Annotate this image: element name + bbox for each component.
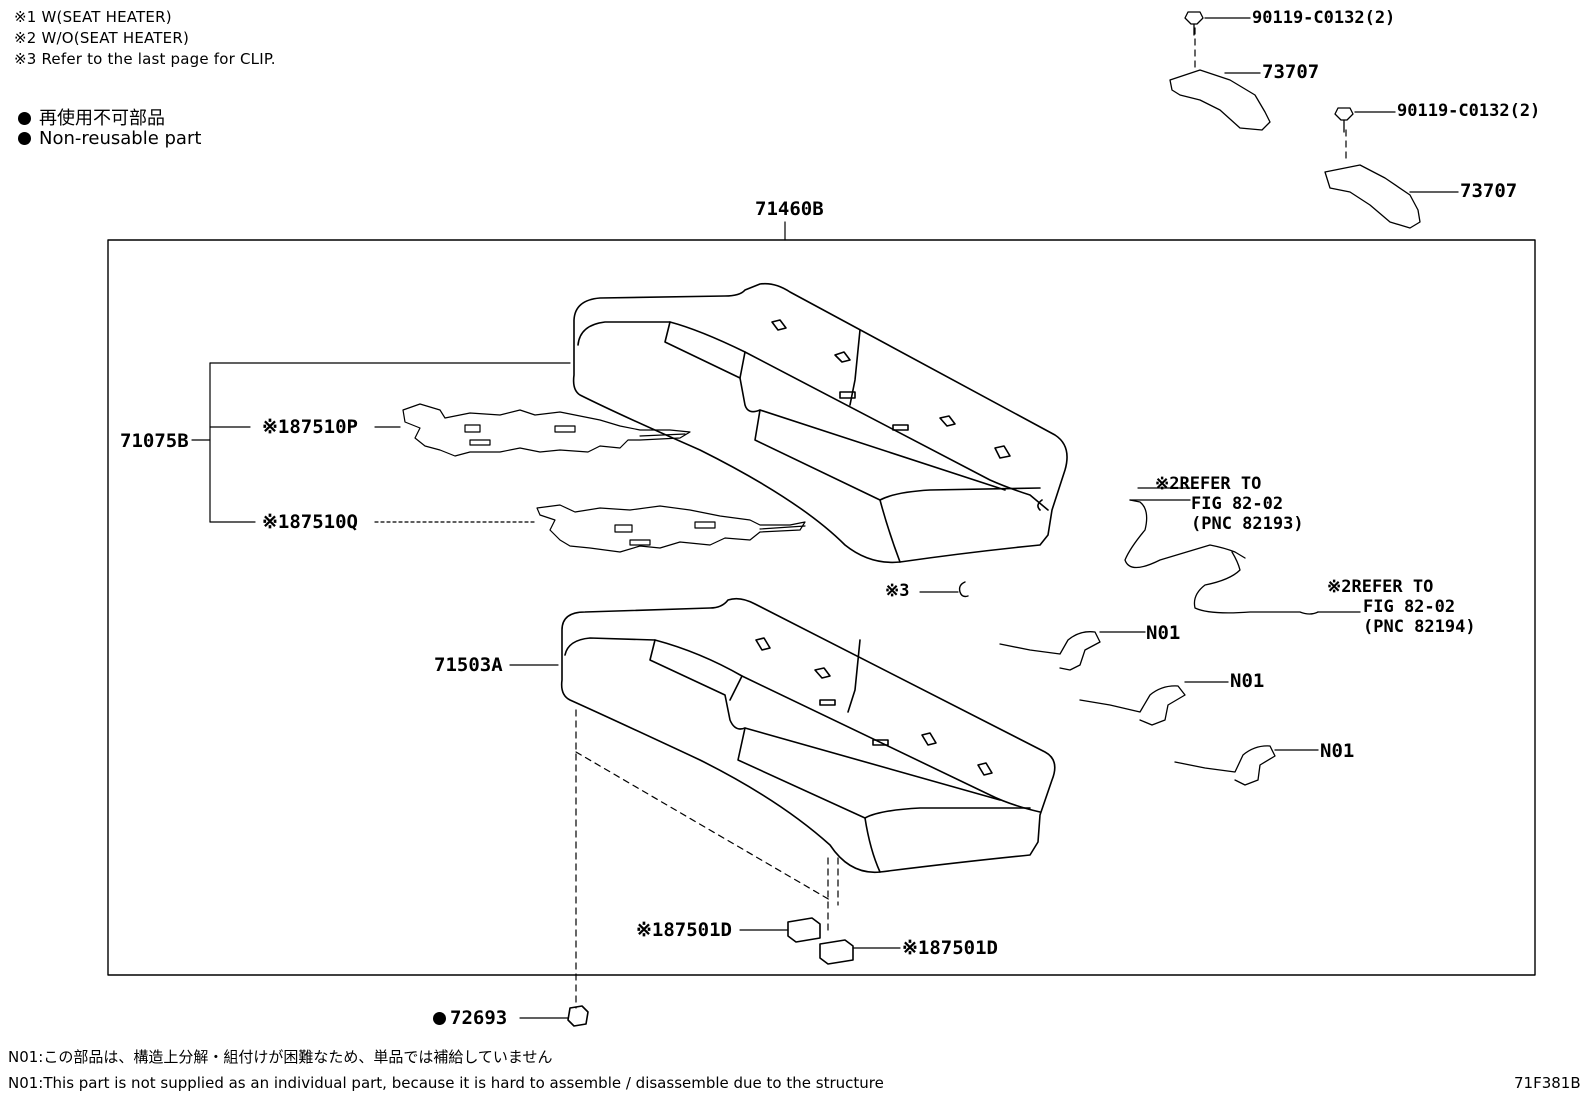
footer-en: N01:This part is not supplied as an indi…: [8, 1074, 884, 1092]
n01-harness: [999, 631, 1319, 786]
refer-2-line-1: ※2REFER TO: [1327, 577, 1434, 597]
legend-jp: 再使用不可部品: [18, 104, 165, 130]
callout-hinge-2: 73707: [1460, 180, 1518, 202]
callout-72693: 72693: [433, 1007, 507, 1029]
wire-harness-1: [1124, 499, 1361, 615]
callout-bolt-1: 90119-C0132(2): [1252, 8, 1396, 28]
callout-n01-3: N01: [1320, 740, 1355, 762]
note-2: ※2 W/O(SEAT HEATER): [14, 29, 190, 47]
figure-id: 71F381B: [1514, 1074, 1581, 1092]
callout-assembly: 71460B: [755, 198, 824, 220]
legend-en: Non-reusable part: [18, 128, 201, 149]
refer-2-line-2: FIG 82-02: [1363, 597, 1456, 617]
refer-1-line-3: (PNC 82193): [1191, 514, 1304, 534]
seat-cushion-cover: [560, 597, 1056, 874]
fastener-72693: [519, 1005, 589, 1027]
hinge-parts: [1169, 11, 1459, 229]
dashed-guides: [575, 27, 1347, 1009]
heater-bracket: [191, 362, 571, 523]
callout-bolt-2: 90119-C0132(2): [1397, 101, 1541, 121]
refer-1-line-2: FIG 82-02: [1191, 494, 1284, 514]
callout-heater-p: ※187510P: [262, 416, 358, 438]
callout-n01-2: N01: [1230, 670, 1265, 692]
bullet-icon: [18, 132, 31, 145]
callout-heater-q: ※187510Q: [262, 511, 358, 533]
clip-shape: [958, 581, 969, 598]
callout-hinge-1: 73707: [1262, 61, 1320, 83]
callout-clip: ※3: [885, 581, 910, 601]
callout-cover: 71503A: [434, 654, 503, 676]
refer-block-1: ※2REFER TO FIG 82-02 (PNC 82193): [1155, 474, 1304, 534]
callout-switch-1: ※187501D: [636, 919, 732, 941]
note-1: ※1 W(SEAT HEATER): [14, 8, 172, 26]
seat-cushion-pad: [572, 282, 1068, 564]
footer-jp: N01:この部品は、構造上分解・組付けが困難なため、単品では補給していません: [8, 1048, 553, 1066]
callout-n01-1: N01: [1146, 622, 1181, 644]
callout-72693-text: 72693: [450, 1007, 508, 1029]
bullet-icon: [433, 1012, 446, 1025]
refer-2-line-3: (PNC 82194): [1363, 617, 1476, 637]
assembly-frame: [107, 239, 1536, 976]
heater-mat-q: [536, 504, 806, 553]
bullet-icon: [18, 112, 31, 125]
heater-mat-p: [402, 403, 691, 457]
callout-heater-assy: 71075B: [120, 430, 189, 452]
refer-block-2: ※2REFER TO FIG 82-02 (PNC 82194): [1327, 577, 1476, 637]
callout-switch-2: ※187501D: [902, 937, 998, 959]
note-3: ※3 Refer to the last page for CLIP.: [14, 50, 276, 68]
legend-en-text: Non-reusable part: [39, 128, 202, 149]
refer-1-line-1: ※2REFER TO: [1155, 474, 1262, 494]
switch-part: [739, 917, 901, 965]
legend-jp-text: 再使用不可部品: [39, 108, 165, 129]
